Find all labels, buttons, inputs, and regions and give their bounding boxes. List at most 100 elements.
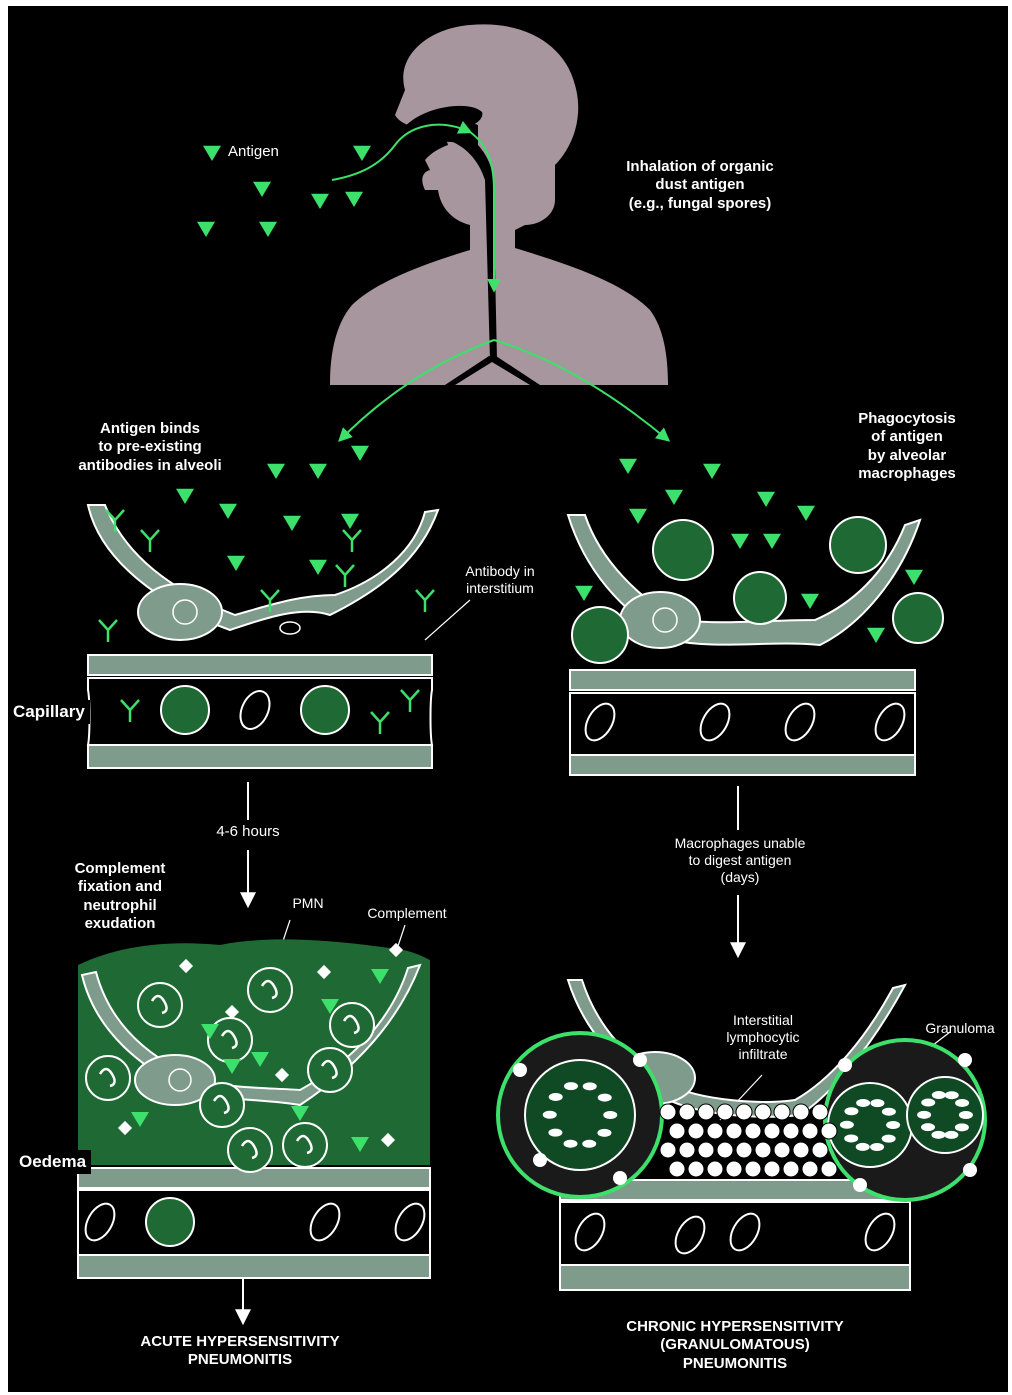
lymphocyte-cell <box>513 1063 527 1077</box>
lymphocyte-cell <box>764 1161 780 1177</box>
granuloma-nucleus <box>959 1111 973 1119</box>
lymphocyte-cell <box>688 1123 704 1139</box>
lymphocyte-cell <box>755 1104 771 1120</box>
lymphocyte-cell <box>533 1153 547 1167</box>
lymphocyte-cell <box>783 1123 799 1139</box>
label-chronic: CHRONIC HYPERSENSITIVITY (GRANULOMATOUS)… <box>595 1318 875 1373</box>
granuloma-nucleus <box>582 1140 596 1148</box>
lymphocyte-cell <box>821 1161 837 1177</box>
lymphocyte-cell <box>963 1163 977 1177</box>
granuloma-nucleus <box>564 1082 578 1090</box>
label-granuloma: Granuloma <box>912 1020 1008 1037</box>
lymphocyte-cell <box>717 1142 733 1158</box>
lymphocyte-cell <box>698 1142 714 1158</box>
granuloma-nucleus <box>549 1093 563 1101</box>
granuloma-nucleus <box>603 1111 617 1119</box>
granuloma-nucleus <box>882 1108 896 1116</box>
granuloma-nucleus <box>548 1129 562 1137</box>
lymphocyte-cell <box>726 1123 742 1139</box>
granuloma-nucleus <box>882 1135 896 1143</box>
lymphocyte-cell <box>783 1161 799 1177</box>
granuloma-nucleus <box>597 1129 611 1137</box>
granuloma-nucleus <box>932 1091 946 1099</box>
granuloma-nucleus <box>598 1094 612 1102</box>
granuloma-nucleus <box>856 1099 870 1107</box>
neutrophil-cell <box>200 1083 244 1127</box>
lymphocyte-cell <box>660 1104 676 1120</box>
lymphocyte-cell <box>755 1142 771 1158</box>
granuloma-nucleus <box>870 1099 884 1107</box>
lymphocyte-cell <box>802 1161 818 1177</box>
label-oedema: Oedema <box>14 1150 91 1174</box>
granuloma-nucleus <box>917 1111 931 1119</box>
granuloma-nucleus <box>844 1134 858 1142</box>
neutrophil-cell <box>283 1123 327 1167</box>
lymphocyte-cell <box>736 1104 752 1120</box>
lymphocyte-cell <box>793 1142 809 1158</box>
lymphocyte-cell <box>707 1123 723 1139</box>
granuloma-nucleus <box>931 1131 945 1139</box>
lymphocyte-cell <box>669 1161 685 1177</box>
granuloma-nucleus <box>921 1099 935 1107</box>
lymphocyte-cell <box>688 1161 704 1177</box>
lymphocyte-cell <box>774 1142 790 1158</box>
lymphocyte-cell <box>802 1123 818 1139</box>
label-antibody-interstitium: Antibody in interstitium <box>445 563 555 597</box>
neutrophil-cell <box>330 1003 374 1047</box>
label-antigen-binds: Antigen binds to pre-existing antibodies… <box>55 420 245 475</box>
label-macrophages-unable: Macrophages unable to digest antigen (da… <box>645 835 835 886</box>
lymphocyte-cell <box>812 1142 828 1158</box>
granuloma-nucleus <box>921 1123 935 1131</box>
neutrophil-cell <box>248 968 292 1012</box>
neutrophil-cell <box>308 1048 352 1092</box>
lymphocyte-cell <box>717 1104 733 1120</box>
lymphocyte-cell <box>838 1058 852 1072</box>
lymphocyte-cell <box>679 1104 695 1120</box>
label-antigen: Antigen <box>228 143 279 161</box>
lymphocyte-cell <box>633 1053 647 1067</box>
label-complement: Complement <box>352 905 462 922</box>
granuloma-nucleus <box>944 1131 958 1139</box>
lymphocyte-cell <box>774 1104 790 1120</box>
label-interstitial: Interstitial lymphocytic infiltrate <box>715 1012 811 1063</box>
lymphocyte-cell <box>679 1142 695 1158</box>
lymphocyte-cell <box>745 1161 761 1177</box>
lymphocyte-cell <box>669 1123 685 1139</box>
granuloma-nucleus <box>945 1091 959 1099</box>
granuloma-nucleus <box>583 1082 597 1090</box>
lymphocyte-cell <box>613 1171 627 1185</box>
label-phagocytosis: Phagocytosis of antigen by alveolar macr… <box>842 410 972 483</box>
label-complement-fixation: Complement fixation and neutrophil exuda… <box>55 860 185 933</box>
granuloma-nucleus <box>543 1111 557 1119</box>
granuloma-nucleus <box>955 1099 969 1107</box>
granuloma-nucleus <box>886 1121 900 1129</box>
lymphocyte-cell <box>726 1161 742 1177</box>
lymphocyte-cell <box>698 1104 714 1120</box>
granuloma-nucleus <box>840 1121 854 1129</box>
granuloma-nucleus <box>844 1107 858 1115</box>
label-acute: ACUTE HYPERSENSITIVITY PNEUMONITIS <box>110 1333 370 1370</box>
neutrophil-cell <box>228 1128 272 1172</box>
neutrophil-cell <box>138 983 182 1027</box>
lymphocyte-cell <box>821 1123 837 1139</box>
label-capillary: Capillary <box>8 700 90 724</box>
neutrophil-cell <box>86 1056 130 1100</box>
granuloma-nucleus <box>856 1143 870 1151</box>
granuloma-nucleus <box>870 1143 884 1151</box>
label-pmn: PMN <box>283 895 333 912</box>
lymphocyte-cell <box>793 1104 809 1120</box>
lymphocyte-cell <box>812 1104 828 1120</box>
label-hours: 4-6 hours <box>200 823 296 841</box>
lymphocyte-cell <box>660 1142 676 1158</box>
granuloma-nucleus <box>955 1123 969 1131</box>
lymphocyte-cell <box>853 1178 867 1192</box>
lymphocyte-cell <box>958 1053 972 1067</box>
lymphocyte-cell <box>764 1123 780 1139</box>
granuloma-nucleus <box>564 1140 578 1148</box>
label-inhalation: Inhalation of organic dust antigen (e.g.… <box>595 158 805 213</box>
lymphocyte-cell <box>707 1161 723 1177</box>
lymphocyte-cell <box>736 1142 752 1158</box>
lymphocyte-cell <box>745 1123 761 1139</box>
